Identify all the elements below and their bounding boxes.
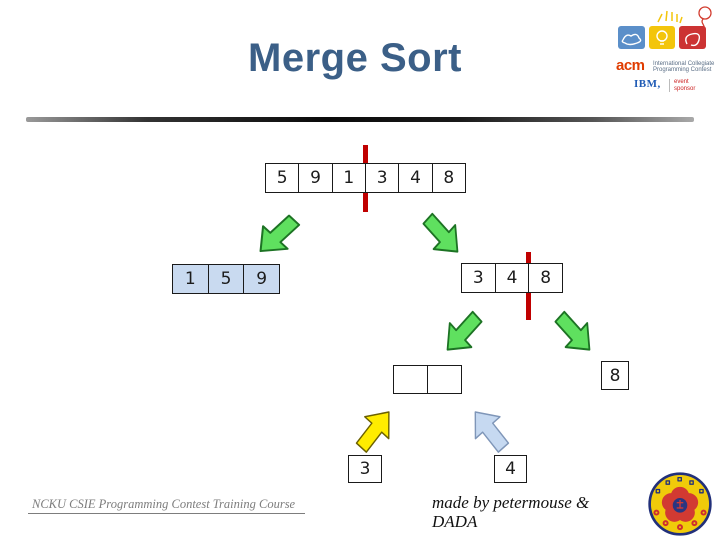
- array-cell: 1: [184, 269, 196, 289]
- array-cell: 8: [528, 264, 562, 292]
- logo-doodles: [657, 6, 712, 32]
- array-cell: 5: [207, 265, 244, 293]
- leaf-cell-8: 8: [601, 361, 629, 390]
- right-subarray: 3 4 8: [461, 263, 563, 293]
- array-cell: 3: [364, 164, 398, 192]
- acm-logo-subtitle: International Collegiate Programming Con…: [653, 61, 715, 73]
- left-subarray: 1 5 9: [172, 264, 280, 294]
- footer-credit: made by petermouse & DADA: [432, 493, 642, 531]
- merge-target-array: [393, 365, 462, 394]
- title-divider: [26, 117, 694, 122]
- array-cell: [394, 366, 427, 393]
- array-cell: 4: [398, 164, 431, 192]
- array-cell: 8: [431, 164, 465, 192]
- merge-arrow-up-right-icon: [355, 411, 390, 453]
- leaf-cell-4: 4: [494, 455, 527, 483]
- array-cell: 9: [298, 164, 331, 192]
- acm-icpc-logo: acm International Collegiate Programming…: [613, 4, 715, 98]
- split-arrow-down-left-icon: [446, 310, 483, 351]
- ncku-seal: [648, 472, 712, 536]
- array-cell: 3: [472, 268, 484, 288]
- acm-blue-square: [618, 26, 645, 49]
- leaf-cell-3: 3: [348, 455, 382, 483]
- split-arrow-down-right-icon: [554, 310, 591, 351]
- acm-logo-text: acm: [616, 57, 645, 74]
- acm-red-square: [679, 26, 706, 49]
- array-cell: 5: [276, 168, 288, 188]
- page-title: Merge Sort: [248, 36, 462, 80]
- array-cell: [427, 366, 461, 393]
- split-arrow-down-left-icon: [259, 214, 301, 253]
- root-array: 5 9 1 3 4 8: [265, 163, 466, 193]
- acm-yellow-square: [649, 26, 675, 49]
- split-arrow-down-right-icon: [422, 212, 459, 253]
- array-cell: 4: [494, 264, 529, 292]
- array-cell: 1: [331, 164, 365, 192]
- merge-arrow-up-left-icon: [474, 411, 510, 453]
- array-cell: 9: [243, 265, 279, 293]
- footer-credit-line1: made by petermouse &: [432, 493, 590, 512]
- footer-credit-line2: DADA: [432, 512, 478, 531]
- ibm-logo: IBM,: [634, 78, 661, 90]
- footer-course-title: NCKU CSIE Programming Contest Training C…: [28, 497, 306, 514]
- event-sponsor-label: event sponsor: [669, 79, 695, 92]
